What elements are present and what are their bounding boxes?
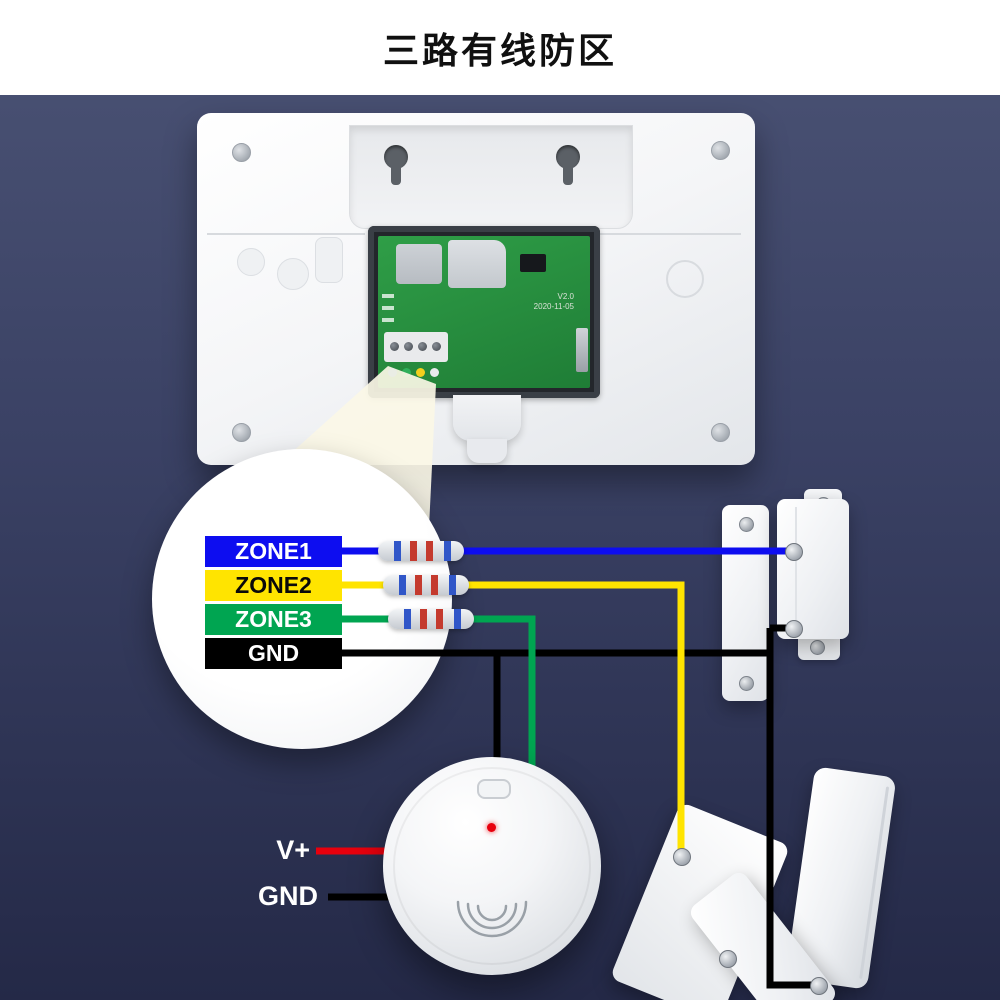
sensor-screw	[739, 517, 754, 532]
mount-keyhole-left	[384, 145, 408, 189]
resistor-band	[444, 541, 451, 561]
terminal-wire-green	[402, 368, 411, 377]
terminal-screw-zone1	[785, 543, 803, 561]
power-gnd-label: GND	[258, 881, 318, 911]
vplus-label: V+	[276, 835, 310, 865]
panel-mount-recess	[349, 125, 633, 229]
wire-terminal-block	[384, 332, 448, 362]
door-sensor-magnet	[722, 505, 769, 701]
zone2-label-bar: ZONE2	[205, 570, 342, 601]
panel-seam	[207, 233, 365, 235]
smoke-detector	[383, 757, 601, 975]
sensor-edge	[859, 786, 890, 979]
header-band: 三路有线防区	[0, 0, 1000, 95]
resistor-band	[449, 575, 456, 595]
panel-corner-screw	[711, 423, 730, 442]
resistor-band	[399, 575, 406, 595]
pcb-date-text: 2020-11-05	[533, 302, 574, 311]
zone1-label-bar: ZONE1	[205, 536, 342, 567]
keyhole-slot	[563, 165, 573, 185]
pcb-silkscreen-mark	[382, 306, 394, 310]
eol-resistor-zone3	[388, 609, 474, 629]
resistor-band	[454, 609, 461, 629]
terminal-screw-gnd-end	[810, 977, 828, 995]
grille-arc	[476, 904, 508, 922]
resistor-band	[415, 575, 422, 595]
panel-bottom-tab	[453, 395, 521, 441]
sim-slot-small	[396, 244, 442, 284]
pcb-silkscreen-mark	[382, 294, 394, 298]
terminal-wire-yellow	[416, 368, 425, 377]
zone3-label-bar: ZONE3	[205, 604, 342, 635]
terminal-wire-white	[430, 368, 439, 377]
grille-arc	[466, 902, 518, 930]
sensor-seam	[795, 507, 797, 631]
resistor-band	[431, 575, 438, 595]
pcb-version-text: V2.0	[557, 292, 574, 301]
panel-latch-cutout	[237, 248, 265, 276]
panel-bottom-nub	[467, 439, 507, 463]
keyhole-slot	[391, 165, 401, 185]
page-title: 三路有线防区	[382, 29, 617, 71]
sensor-screw	[719, 950, 737, 968]
sensor-screw	[810, 640, 825, 655]
pcb-board: V2.0 2020-11-05	[378, 236, 590, 388]
panel-seam	[599, 233, 741, 235]
pcb-window: V2.0 2020-11-05	[368, 226, 600, 398]
alarm-panel-back: V2.0 2020-11-05	[197, 113, 755, 465]
resistor-band	[420, 609, 427, 629]
sensor-screw	[739, 676, 754, 691]
panel-corner-screw	[232, 423, 251, 442]
eol-resistor-zone1	[378, 541, 464, 561]
smoke-detector-grille	[456, 900, 528, 938]
panel-corner-screw	[232, 143, 251, 162]
mount-keyhole-right	[556, 145, 580, 189]
smoke-detector-button	[477, 779, 511, 799]
terminal-screw-gnd	[785, 620, 803, 638]
zone-label-list: ZONE1 ZONE2 ZONE3 GND	[205, 536, 342, 672]
terminal-screw	[404, 342, 413, 351]
terminal-screw	[418, 342, 427, 351]
resistor-band	[410, 541, 417, 561]
pcb-silkscreen-text: V2.0 2020-11-05	[534, 292, 574, 312]
door-sensor-body	[777, 499, 849, 639]
resistor-band	[426, 541, 433, 561]
panel-latch-cutout	[277, 258, 309, 290]
terminal-wire-blue	[388, 368, 397, 377]
sim-slot-large	[448, 240, 506, 288]
terminal-screw	[432, 342, 441, 351]
eol-resistor-zone2	[383, 575, 469, 595]
gnd-label-bar: GND	[205, 638, 342, 669]
panel-corner-screw	[711, 141, 730, 160]
panel-latch-cutout	[315, 237, 343, 283]
terminal-screw-zone2	[673, 848, 691, 866]
grille-arc	[456, 900, 528, 938]
panel-speaker-circle	[666, 260, 704, 298]
resistor-band	[436, 609, 443, 629]
pcb-connector-strip	[576, 328, 588, 372]
pcb-silkscreen-mark	[382, 318, 394, 322]
terminal-screw	[390, 342, 399, 351]
resistor-band	[394, 541, 401, 561]
smoke-detector-ring	[393, 767, 591, 965]
smoke-detector-led	[487, 823, 496, 832]
pcb-chip	[520, 254, 546, 272]
resistor-band	[404, 609, 411, 629]
